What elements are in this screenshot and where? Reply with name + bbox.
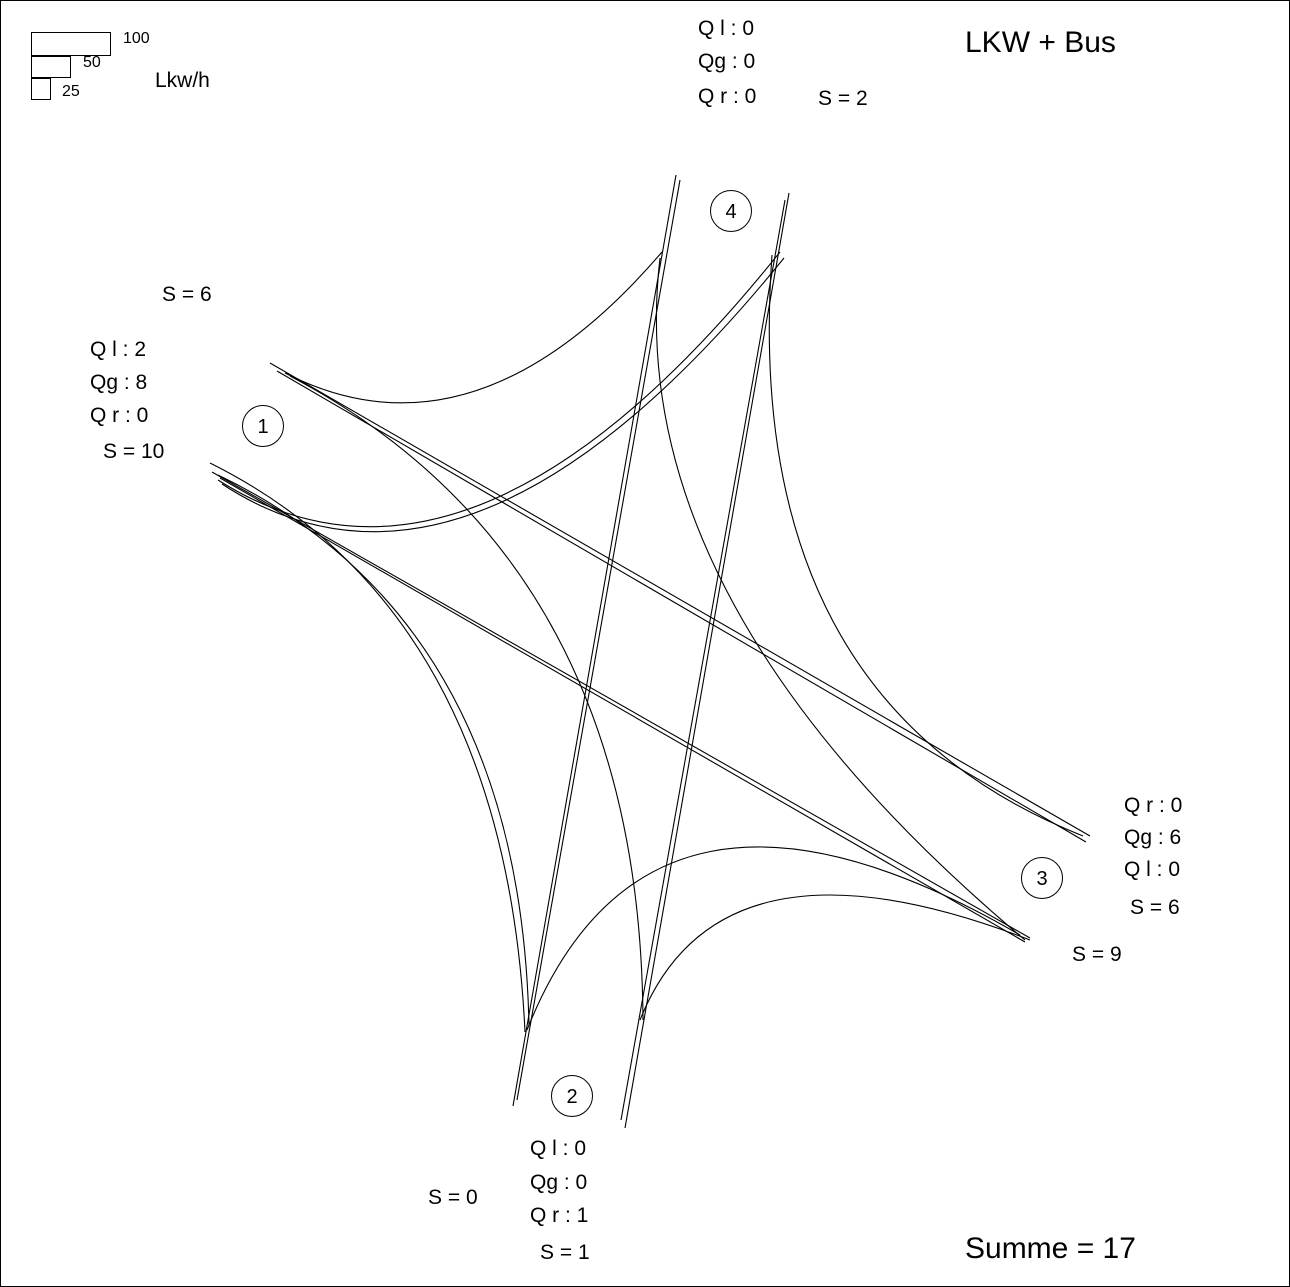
arm-3-qg: Qg : 6 (1124, 826, 1182, 849)
arm1-to-arm3-straight-b (276, 370, 1087, 843)
arm4-to-arm2-straight-d (620, 199, 786, 1121)
arm-4-ql: Q l : 0 (698, 17, 755, 40)
arm-4-qg: Qg : 0 (698, 50, 756, 73)
arm2-to-arm3-curve-b (639, 894, 1031, 1021)
arm-1-s-out: S = 6 (162, 283, 212, 306)
arm-3-node: 3 (1021, 857, 1063, 899)
arm-3-s-in: S = 6 (1130, 896, 1180, 919)
arm-3-qr: Q r : 0 (1124, 794, 1183, 817)
legend-box-50 (31, 56, 71, 78)
legend-label-25: 25 (62, 83, 80, 100)
arm1-to-arm2-curve (289, 375, 644, 1021)
arm-1-qr: Q r : 0 (90, 404, 149, 427)
arm1-to-arm3-straight-c (211, 471, 1031, 939)
diagram-title: LKW + Bus (965, 26, 1116, 59)
arm-1-qg: Qg : 8 (90, 371, 148, 394)
arm-1-node: 1 (242, 405, 284, 447)
legend-label-100: 100 (123, 30, 150, 47)
arm4-to-arm3-curve (655, 257, 1026, 941)
arm-2-node: 2 (551, 1075, 593, 1117)
arm1-to-arm3-straight-a (269, 362, 1091, 837)
legend-box-100 (31, 32, 111, 56)
arm-2-qr: Q r : 1 (530, 1204, 589, 1227)
legend-label-50: 50 (83, 54, 101, 71)
arm-3-ql: Q l : 0 (1124, 858, 1181, 881)
arm2-to-arm3-curve (526, 846, 1021, 1031)
arm-1-ql: Q l : 2 (90, 338, 147, 361)
arm4-to-arm2-straight-c (624, 192, 790, 1129)
arm-4-s-in: S = 2 (818, 87, 868, 110)
arm-2-s-out: S = 0 (428, 1186, 478, 1209)
arm-2-s-in: S = 1 (540, 1241, 590, 1264)
total-sum: Summe = 17 (965, 1232, 1136, 1265)
arm1-left-turn-to-arm2 (209, 462, 526, 1033)
arm4-to-arm2-straight-b (516, 179, 681, 1101)
arm1-to-arm3-straight-d (219, 477, 1026, 943)
legend-box-25 (31, 78, 51, 100)
arm1-right-turn-to-arm4 (284, 251, 663, 404)
arm4-to-arm2-straight-a (512, 174, 677, 1107)
arm-2-qg: Qg : 0 (530, 1171, 588, 1194)
arm4-to-arm1-curve-b (221, 257, 785, 533)
arm2-right-turn-to-arm1-a (217, 474, 530, 1026)
flow-lines (209, 174, 1091, 1129)
legend-unit: Lkw/h (155, 69, 210, 92)
arm-3-s-out: S = 9 (1072, 943, 1122, 966)
arm-4-node: 4 (710, 190, 752, 232)
arm4-to-arm1-curve (217, 251, 781, 528)
arm4-to-arm3-curve-b (768, 254, 1084, 837)
arm-1-s-in: S = 10 (103, 440, 165, 463)
arm-4-qr: Q r : 0 (698, 85, 757, 108)
arm-2-ql: Q l : 0 (530, 1137, 587, 1160)
